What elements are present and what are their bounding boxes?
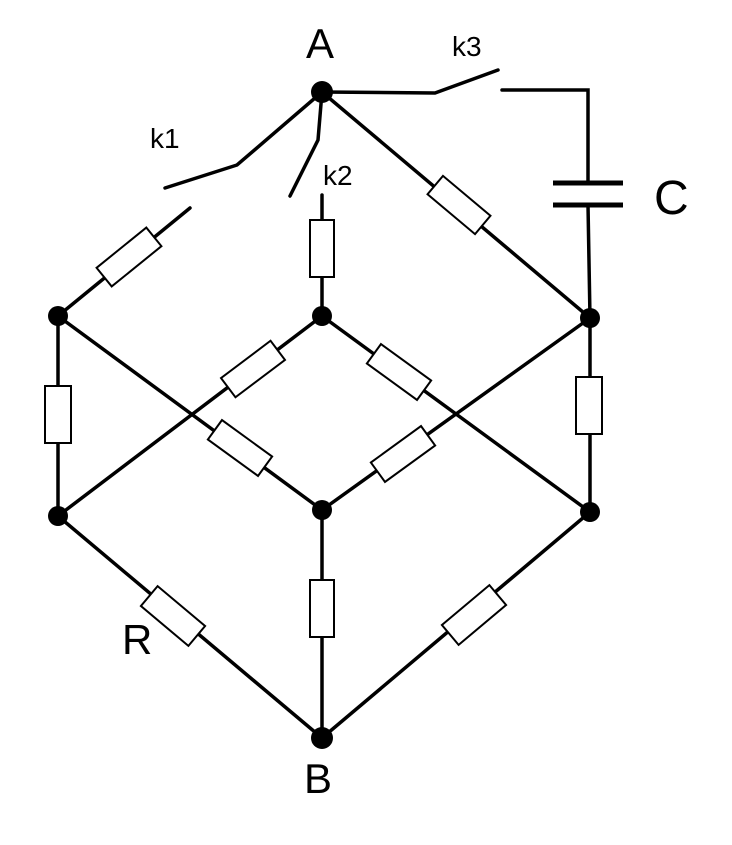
node-right-bottom xyxy=(580,502,600,522)
resistor-center-b xyxy=(309,579,335,638)
resistor-right-vertical xyxy=(575,376,603,435)
resistor-r xyxy=(139,584,207,648)
node-left-bottom xyxy=(48,506,68,526)
resistor-left-top-center xyxy=(206,418,274,478)
label-switch-k1: k1 xyxy=(150,123,180,154)
resistor-a-right xyxy=(426,174,492,236)
capacitor xyxy=(553,180,623,208)
wire-left-top-center xyxy=(56,314,324,512)
label-node-b: B xyxy=(304,755,332,802)
resistor-right-b xyxy=(440,583,508,647)
label-resistor: R xyxy=(122,616,152,663)
node-center-bottom xyxy=(312,500,332,520)
switch-k3-blade xyxy=(320,68,500,95)
resistor-center-top-right xyxy=(365,342,433,402)
node-b-dot xyxy=(311,727,333,749)
label-capacitor: C xyxy=(654,172,689,225)
wire-k3-capacitor xyxy=(500,88,590,185)
resistor-k1-left xyxy=(95,226,163,288)
switch-k2-blade xyxy=(288,90,324,198)
label-switch-k2: k2 xyxy=(323,160,353,191)
resistor-left-vertical xyxy=(44,385,72,444)
wire-right-top-center xyxy=(320,316,592,512)
nodes xyxy=(48,81,600,749)
node-left-top xyxy=(48,306,68,326)
node-right-top xyxy=(580,308,600,328)
labels: A B k1 k2 k3 C R xyxy=(122,20,689,802)
wire-capacitor-right xyxy=(586,203,592,320)
label-node-a: A xyxy=(306,20,334,67)
label-switch-k3: k3 xyxy=(452,31,482,62)
node-center-top xyxy=(312,306,332,326)
resistors xyxy=(44,174,603,648)
resistor-k2-center xyxy=(309,219,335,278)
switch-k1-blade xyxy=(163,90,324,190)
resistor-right-top-center xyxy=(369,424,437,484)
resistor-center-top-left xyxy=(219,339,287,399)
node-a-dot xyxy=(311,81,333,103)
